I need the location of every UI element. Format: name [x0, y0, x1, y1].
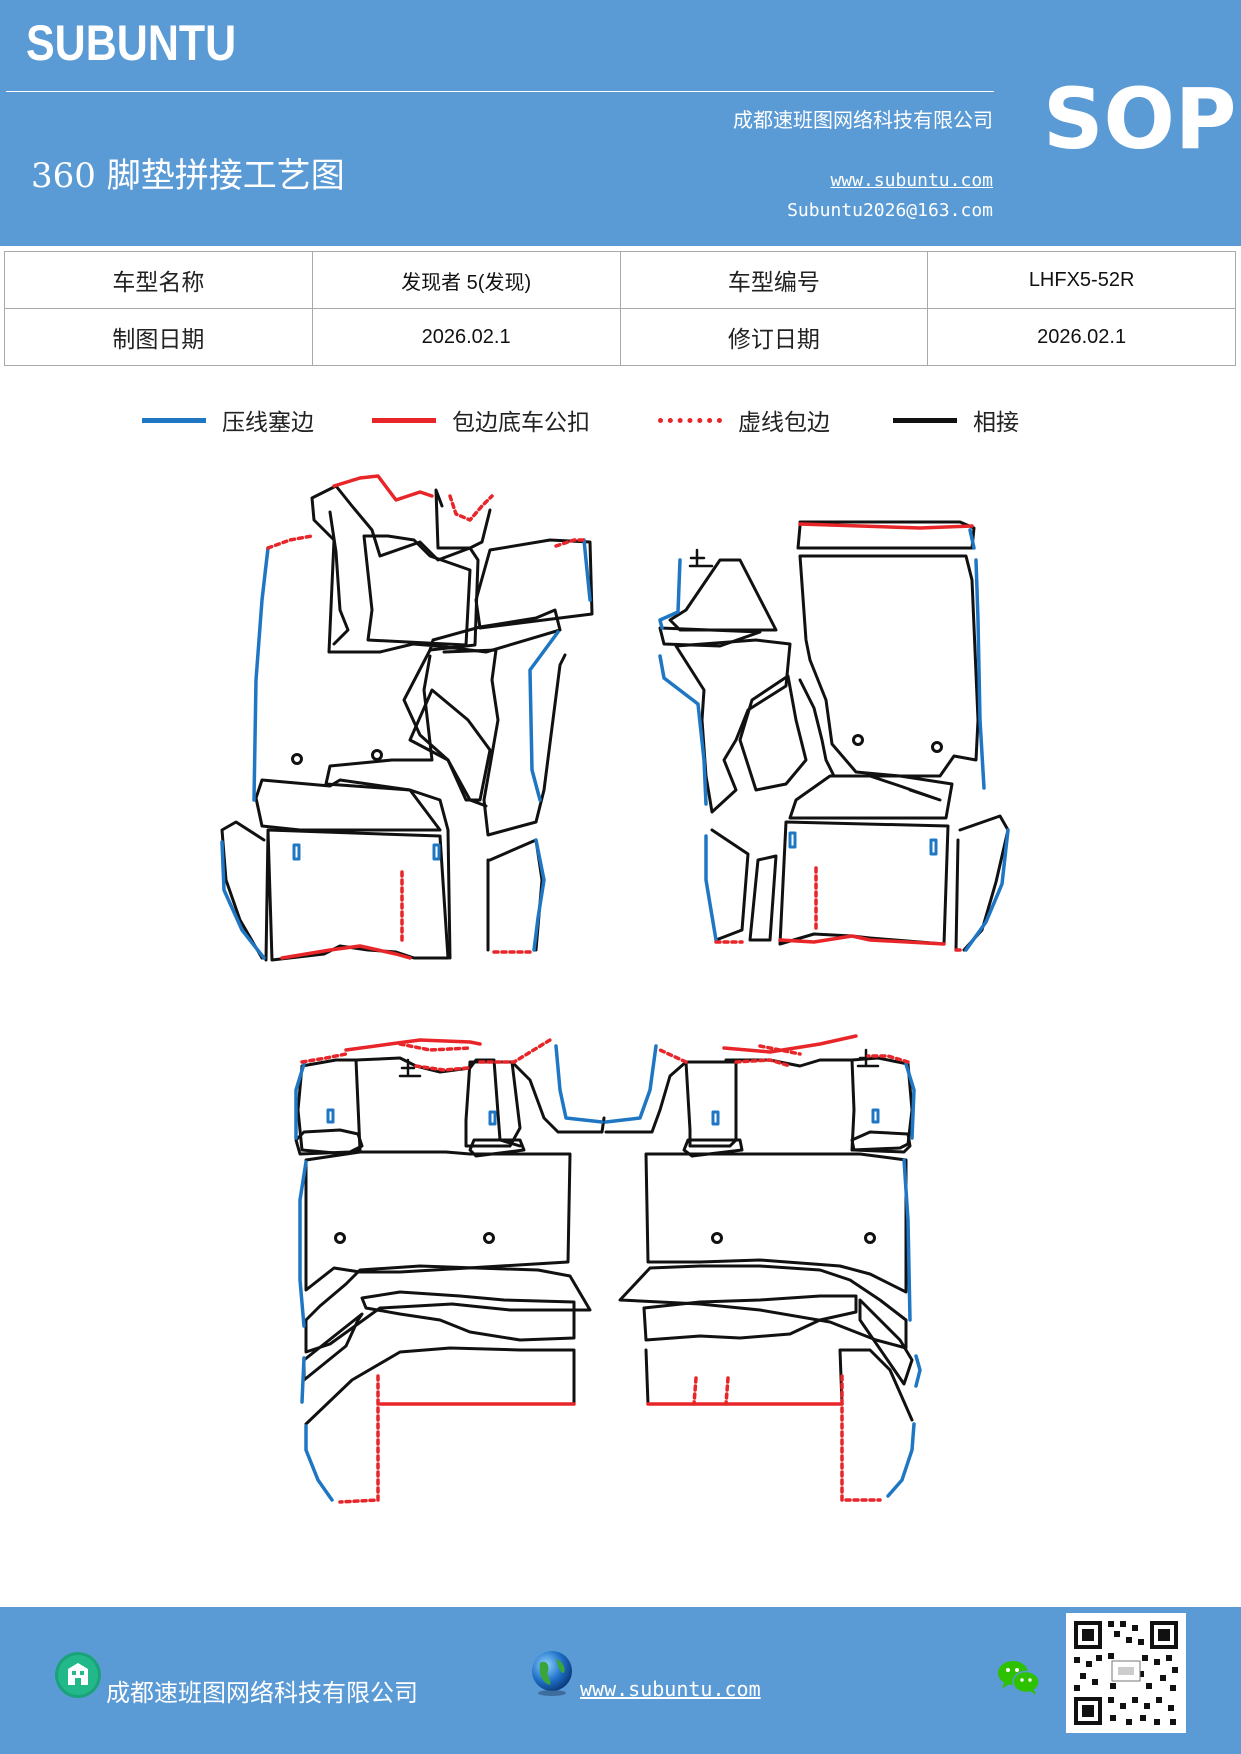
legend-label: 虚线包边	[738, 410, 830, 436]
legend-item-press-line: 压线塞边	[142, 400, 314, 440]
table-row: 制图日期 2026.02.1 修订日期 2026.02.1	[4, 308, 1236, 366]
legend: 压线塞边 包边底车公扣 虚线包边 相接	[0, 400, 1241, 440]
info-table: 车型名称 发现者 5(发现) 车型编号 LHFX5-52R 制图日期 2026.…	[4, 251, 1236, 366]
legend-label: 包边底车公扣	[452, 410, 590, 436]
draw-date-value: 2026.02.1	[311, 308, 621, 366]
footer-website-link[interactable]: www.subuntu.com	[580, 1677, 761, 1701]
legend-swatch	[372, 417, 436, 423]
header-banner: SUBUNTU 成都速班图网络科技有限公司 360 脚垫拼接工艺图 www.su…	[0, 0, 1241, 246]
front-left-mat	[220, 474, 594, 962]
revise-date-label: 修订日期	[619, 308, 929, 366]
building-icon	[55, 1652, 101, 1698]
revise-date-value: 2026.02.1	[927, 308, 1236, 366]
rear-right-mat	[604, 1034, 922, 1502]
header-divider	[6, 91, 994, 92]
model-name-label: 车型名称	[4, 251, 313, 309]
rear-left-mat	[294, 1038, 606, 1504]
legend-item-joint: 相接	[893, 400, 1019, 440]
header-website-link[interactable]: www.subuntu.com	[830, 170, 993, 191]
sop-badge: SOP	[1043, 70, 1237, 168]
header-company: 成都速班图网络科技有限公司	[733, 108, 993, 132]
brand-logo: SUBUNTU	[26, 15, 237, 71]
model-code-label: 车型编号	[619, 251, 929, 309]
page-title: 360 脚垫拼接工艺图	[31, 156, 345, 196]
legend-label: 相接	[973, 410, 1019, 436]
draw-date-label: 制图日期	[4, 308, 313, 366]
wechat-icon	[998, 1661, 1040, 1695]
floor-mat-diagram	[220, 474, 1010, 1504]
header-email: Subuntu2026@163.com	[787, 200, 993, 221]
qr-code	[1066, 1613, 1186, 1733]
globe-icon	[532, 1651, 572, 1696]
footer-company: 成都速班图网络科技有限公司	[106, 1679, 418, 1707]
legend-item-red-edge: 包边底车公扣	[372, 400, 590, 440]
model-name-value: 发现者 5(发现)	[311, 251, 621, 309]
legend-swatch	[142, 417, 206, 423]
table-row: 车型名称 发现者 5(发现) 车型编号 LHFX5-52R	[4, 251, 1236, 309]
front-right-mat	[658, 520, 1010, 952]
legend-swatch	[893, 417, 957, 423]
legend-item-dotted-edge: 虚线包边	[658, 400, 830, 440]
legend-label: 压线塞边	[222, 410, 314, 436]
model-code-value: LHFX5-52R	[927, 251, 1236, 309]
legend-swatch	[658, 417, 722, 423]
footer-banner: 成都速班图网络科技有限公司 www.subuntu.com	[0, 1607, 1241, 1754]
